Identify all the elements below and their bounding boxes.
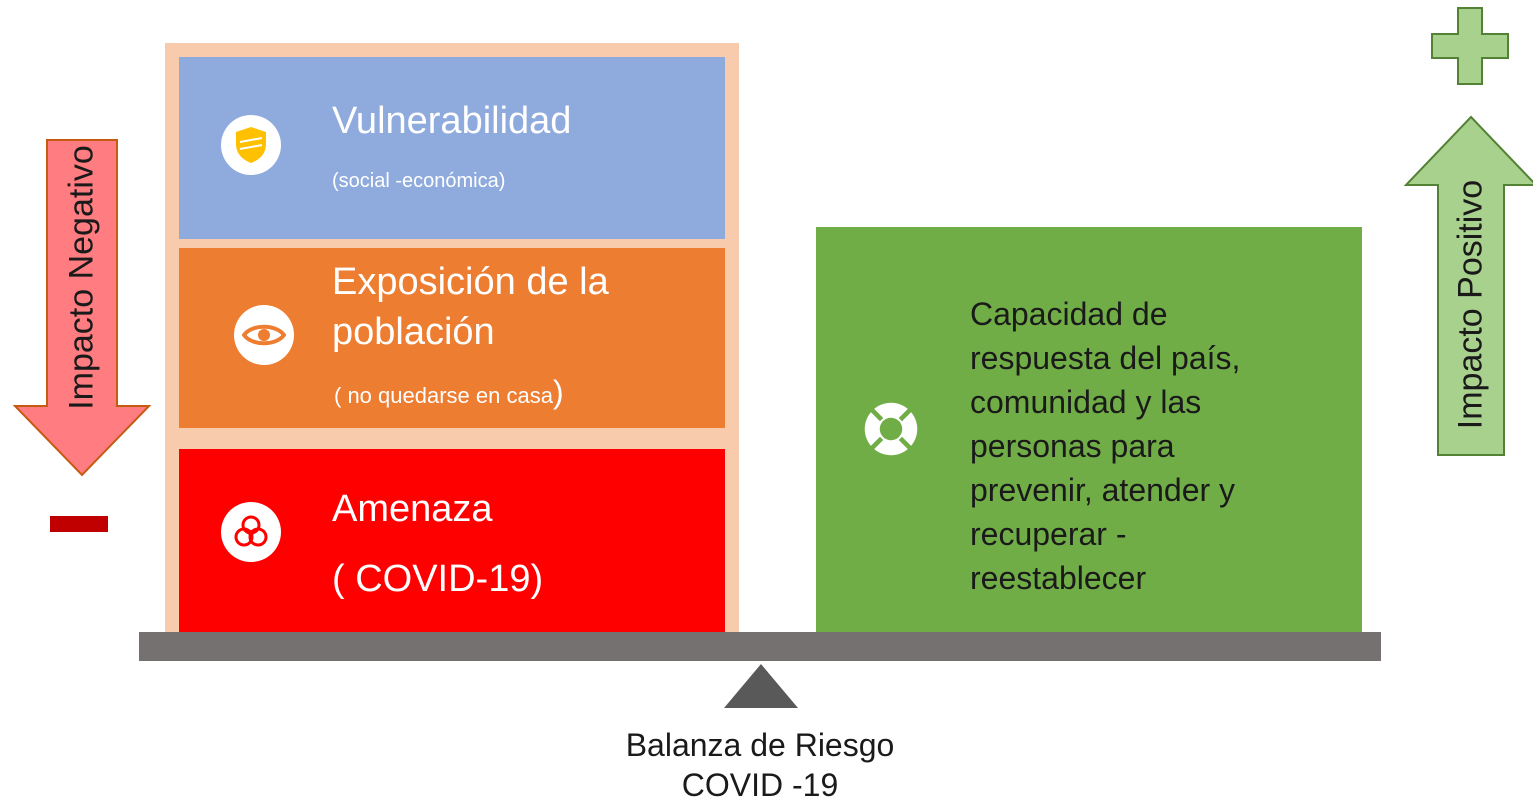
balance-beam	[139, 632, 1381, 661]
positive-impact-arrow: Impacto Positivo	[1403, 115, 1533, 457]
capacity-line: Capacidad de	[970, 296, 1168, 332]
threat-title-line1: Amenaza	[332, 488, 493, 530]
capacity-line: prevenir, atender y	[970, 472, 1236, 508]
vulnerability-title: Vulnerabilidad	[332, 100, 572, 142]
threat-block: Amenaza ( COVID-19)	[179, 449, 725, 636]
exposure-subtitle-close: )	[552, 374, 564, 410]
minus-sign	[50, 516, 108, 532]
exposure-subtitle-text: ( no quedarse en casa	[334, 383, 553, 408]
threat-title-line2: ( COVID-19)	[332, 558, 544, 600]
caption-line1: Balanza de Riesgo	[625, 727, 895, 763]
capacity-line: respuesta del país,	[970, 340, 1241, 376]
biohazard-icon	[221, 502, 281, 562]
diagram-caption: Balanza de Riesgo COVID -19	[600, 725, 920, 805]
caption-line2: COVID -19	[681, 767, 839, 803]
vulnerability-block: Vulnerabilidad (social -económica)	[179, 57, 725, 239]
positive-impact-label: Impacto Positivo	[1451, 179, 1490, 430]
exposure-title-line1: Exposición de la	[332, 261, 609, 303]
lifebuoy-icon	[861, 399, 921, 459]
negative-impact-arrow: Impacto Negativo	[12, 138, 152, 478]
plus-sign	[1430, 6, 1510, 86]
exposure-block: Exposición de la población ( no quedarse…	[179, 248, 725, 428]
capacity-line: reestablecer	[970, 560, 1147, 596]
capacity-line: recuperar -	[970, 516, 1127, 552]
eye-icon	[234, 305, 294, 365]
exposure-subtitle: ( no quedarse en casa)	[334, 376, 564, 410]
exposure-title-line2: población	[332, 311, 495, 353]
capacity-text: Capacidad de respuesta del país, comunid…	[970, 292, 1310, 600]
capacity-block: Capacidad de respuesta del país, comunid…	[816, 227, 1362, 636]
capacity-line: personas para	[970, 428, 1175, 464]
fulcrum-triangle	[724, 664, 798, 708]
shield-icon	[221, 115, 281, 175]
vulnerability-subtitle: (social -económica)	[332, 170, 506, 192]
capacity-line: comunidad y las	[970, 384, 1202, 420]
negative-impact-label: Impacto Negativo	[62, 145, 101, 410]
